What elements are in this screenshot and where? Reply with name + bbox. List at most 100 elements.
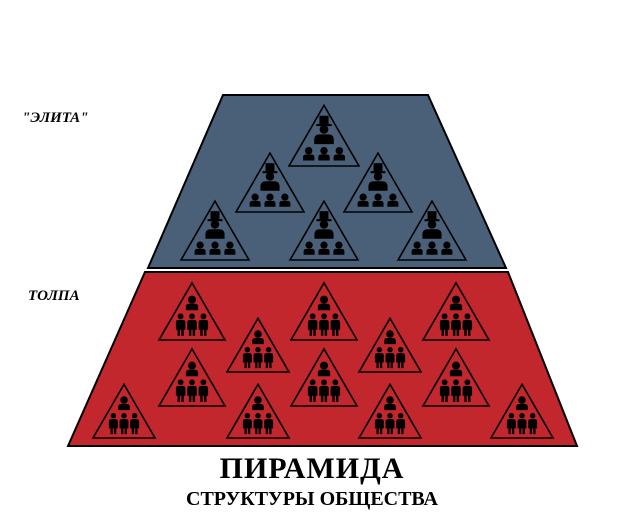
person-icon bbox=[516, 396, 528, 411]
top-hat-figure-icon bbox=[368, 163, 388, 191]
person-icon bbox=[385, 347, 395, 369]
person-icon bbox=[333, 146, 345, 161]
person-icon bbox=[330, 379, 341, 402]
person-icon bbox=[118, 396, 130, 411]
person-icon bbox=[396, 413, 406, 435]
person-icon bbox=[449, 361, 463, 377]
person-icon bbox=[426, 241, 438, 255]
person-icon bbox=[198, 379, 209, 402]
person-icon bbox=[439, 379, 450, 402]
person-icon bbox=[108, 413, 118, 435]
person-icon bbox=[264, 413, 274, 435]
person-icon bbox=[372, 193, 384, 207]
elite-group bbox=[288, 199, 360, 261]
crowd-group bbox=[357, 316, 423, 373]
person-icon bbox=[187, 313, 197, 336]
crowd-groups bbox=[91, 281, 555, 439]
person-icon bbox=[319, 313, 329, 336]
person-icon bbox=[303, 241, 315, 255]
crowd-tier bbox=[66, 271, 579, 447]
person-icon bbox=[396, 347, 406, 369]
person-icon bbox=[303, 146, 315, 161]
person-icon bbox=[252, 330, 264, 345]
person-icon bbox=[374, 347, 384, 369]
person-icon bbox=[441, 241, 453, 255]
person-icon bbox=[387, 193, 399, 207]
elite-label: "ЭЛИТА" bbox=[22, 110, 89, 126]
person-icon bbox=[317, 295, 331, 311]
caption-subtitle: СТРУКТУРЫ ОБЩЕСТВА bbox=[186, 488, 438, 510]
person-icon bbox=[242, 347, 252, 369]
person-icon bbox=[242, 413, 252, 435]
elite-group bbox=[234, 151, 306, 213]
crowd-group bbox=[421, 281, 491, 341]
person-icon bbox=[506, 413, 516, 435]
person-icon bbox=[462, 379, 473, 402]
elite-group bbox=[396, 199, 468, 261]
top-hat-figure-icon bbox=[314, 115, 334, 145]
person-icon bbox=[333, 241, 345, 255]
person-icon bbox=[517, 413, 527, 435]
person-icon bbox=[318, 241, 330, 255]
person-icon bbox=[185, 361, 199, 377]
person-icon bbox=[119, 413, 129, 435]
person-icon bbox=[252, 396, 264, 411]
crowd-group bbox=[357, 382, 423, 439]
person-icon bbox=[209, 241, 221, 255]
person-icon bbox=[451, 313, 461, 336]
elite-group bbox=[342, 151, 414, 213]
elite-group bbox=[179, 199, 251, 261]
crowd-group bbox=[91, 382, 157, 439]
person-icon bbox=[175, 313, 186, 336]
crowd-label: ТОЛПА bbox=[28, 288, 80, 304]
person-icon bbox=[194, 241, 206, 255]
person-icon bbox=[130, 413, 140, 435]
person-icon bbox=[224, 241, 236, 255]
crowd-group bbox=[157, 347, 227, 407]
caption-title: ПИРАМИДА bbox=[219, 452, 405, 485]
elite-groups bbox=[179, 103, 468, 261]
crowd-group bbox=[289, 281, 359, 341]
person-icon bbox=[528, 413, 538, 435]
person-icon bbox=[253, 413, 263, 435]
person-icon bbox=[411, 241, 423, 255]
person-icon bbox=[279, 193, 291, 207]
top-hat-figure-icon bbox=[422, 211, 442, 239]
person-icon bbox=[384, 396, 396, 411]
person-icon bbox=[374, 413, 384, 435]
elite-band bbox=[146, 94, 508, 269]
person-icon bbox=[264, 347, 274, 369]
person-icon bbox=[385, 413, 395, 435]
person-icon bbox=[449, 295, 463, 311]
crowd-group bbox=[157, 281, 227, 341]
top-hat-figure-icon bbox=[314, 211, 334, 239]
crowd-group bbox=[225, 316, 291, 373]
person-icon bbox=[307, 379, 318, 402]
person-icon bbox=[317, 361, 331, 377]
person-icon bbox=[319, 379, 329, 402]
crowd-group bbox=[225, 382, 291, 439]
person-icon bbox=[307, 313, 318, 336]
person-icon bbox=[330, 313, 341, 336]
person-icon bbox=[187, 379, 197, 402]
person-icon bbox=[198, 313, 209, 336]
top-hat-figure-icon bbox=[205, 211, 225, 239]
crowd-group bbox=[489, 382, 555, 439]
elite-group bbox=[287, 103, 361, 167]
crowd-group bbox=[421, 347, 491, 407]
person-icon bbox=[264, 193, 276, 207]
crowd-band bbox=[66, 271, 579, 447]
person-icon bbox=[439, 313, 450, 336]
person-icon bbox=[451, 379, 461, 402]
person-icon bbox=[462, 313, 473, 336]
person-icon bbox=[253, 347, 263, 369]
top-hat-figure-icon bbox=[260, 163, 280, 191]
elite-tier bbox=[146, 94, 508, 269]
person-icon bbox=[185, 295, 199, 311]
person-icon bbox=[384, 330, 396, 345]
person-icon bbox=[357, 193, 369, 207]
person-icon bbox=[249, 193, 261, 207]
person-icon bbox=[318, 146, 330, 161]
crowd-group bbox=[289, 347, 359, 407]
